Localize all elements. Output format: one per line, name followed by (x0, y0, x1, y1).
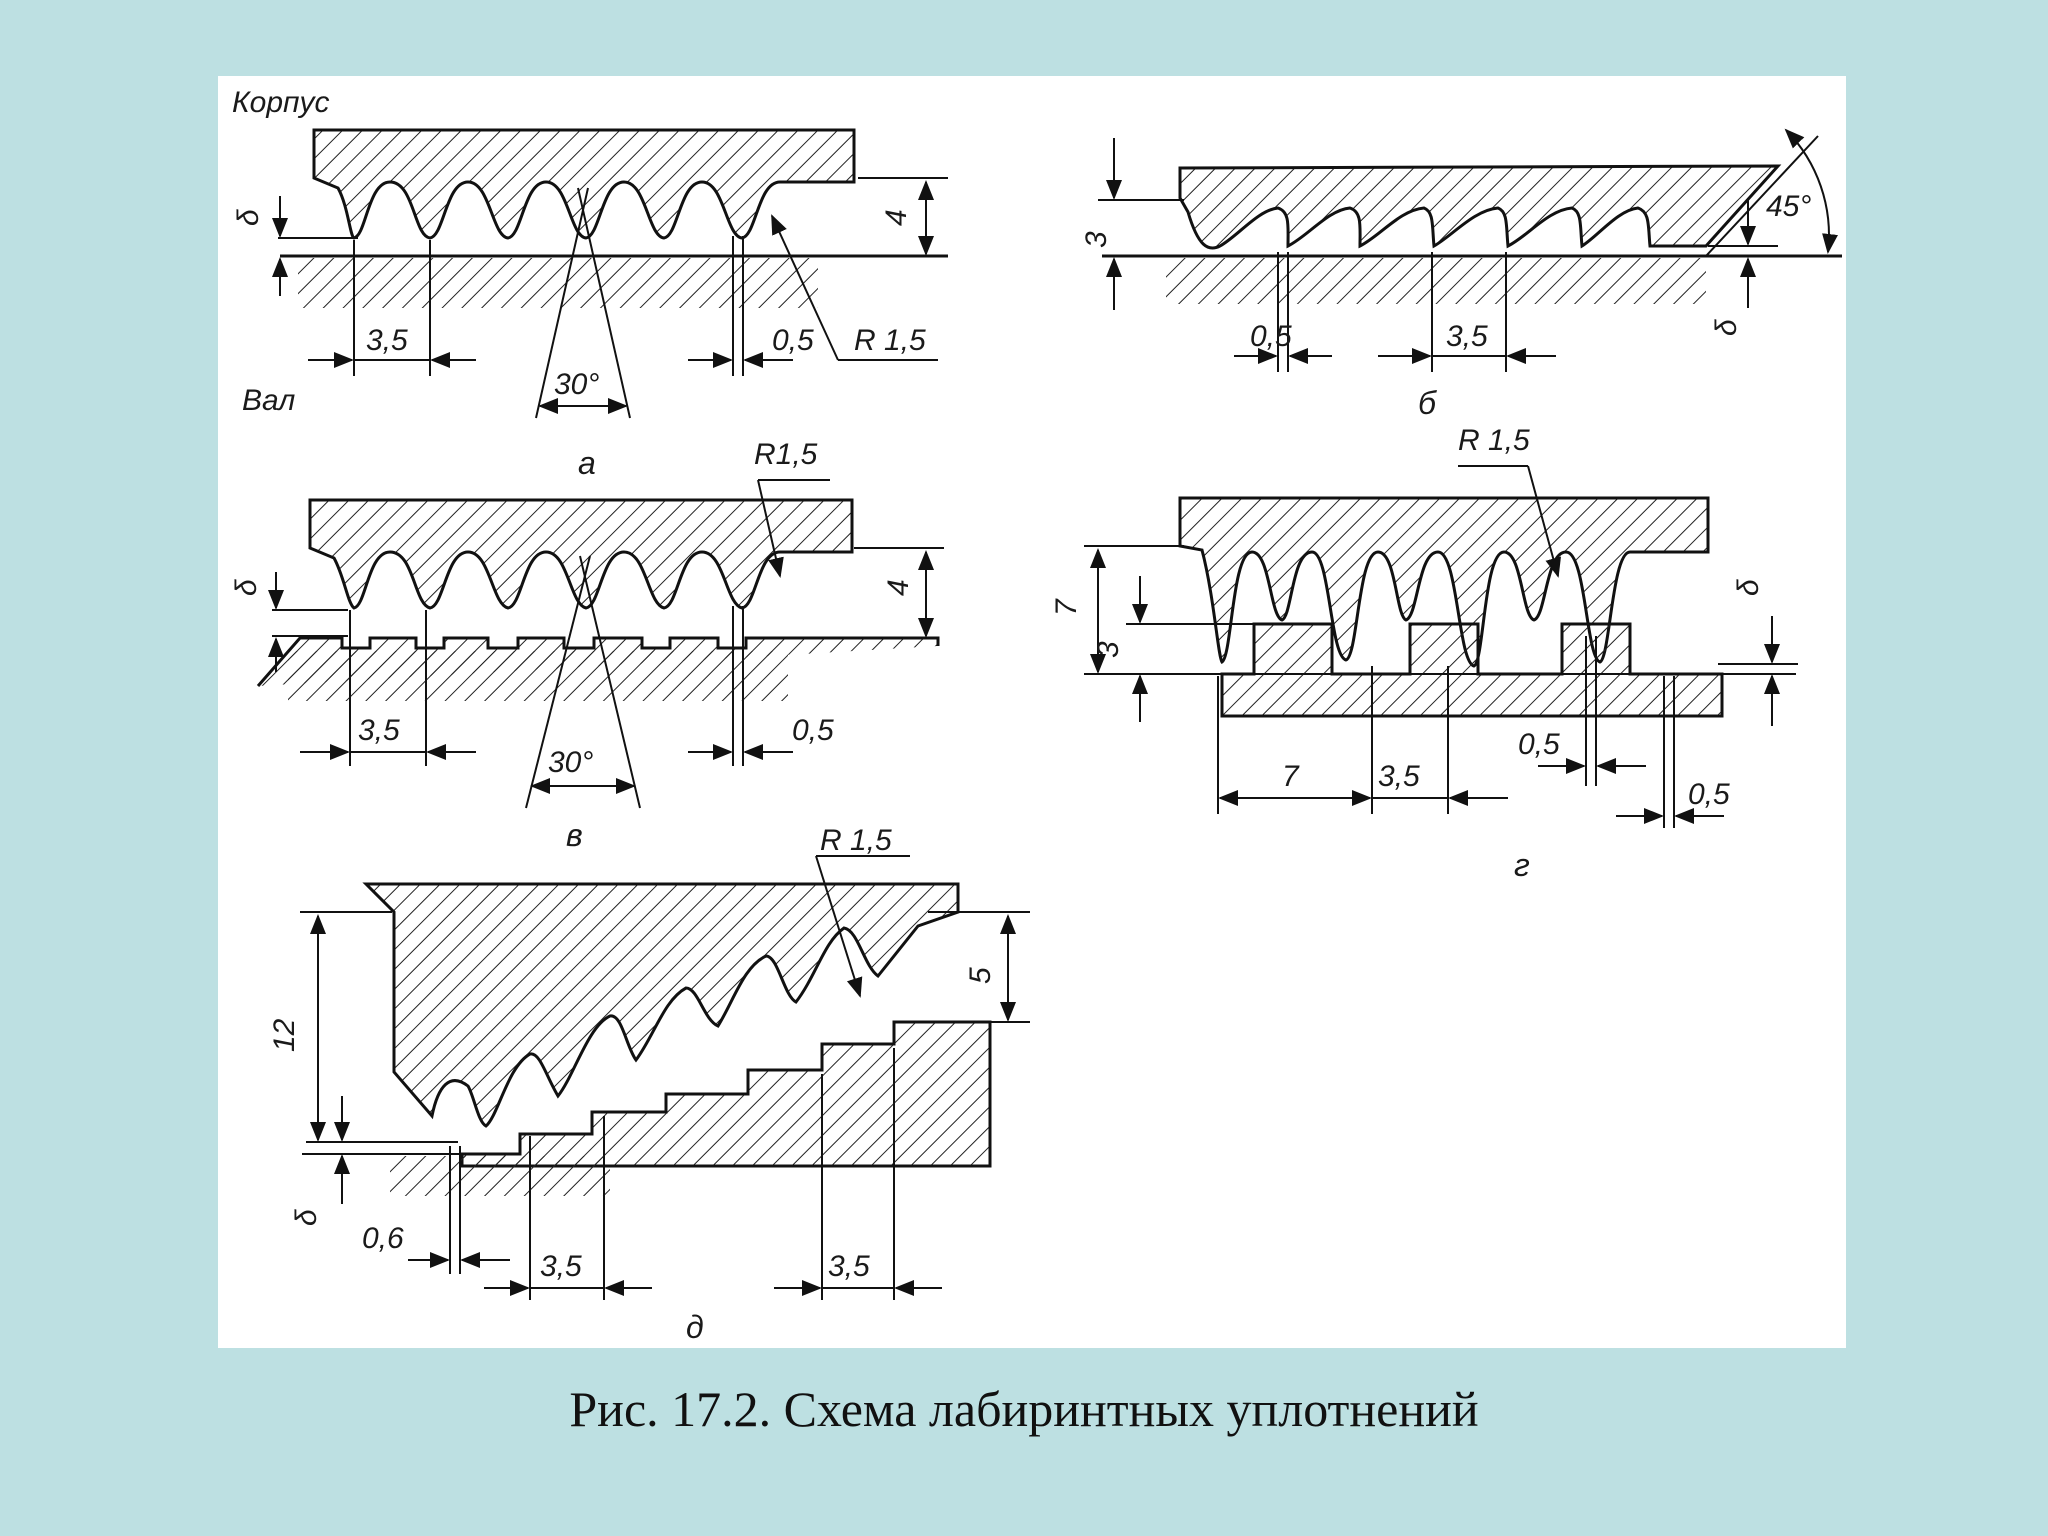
step-label-g: 3 (1092, 641, 1125, 658)
radius-label-g: R 1,5 (1458, 424, 1530, 457)
pitch-long-label-g: 7 (1282, 760, 1300, 793)
height-label-v: 4 (882, 579, 915, 596)
tip-label-d: 0,6 (362, 1222, 404, 1255)
figure-a (272, 128, 948, 419)
gap-label-v: δ (230, 579, 263, 596)
shaft-label: Вал (242, 384, 295, 417)
tip-label-v: 0,5 (792, 714, 834, 747)
radius-label-a: R 1,5 (854, 324, 926, 357)
housing-a (312, 128, 856, 240)
pitch-label-g: 3,5 (1378, 760, 1420, 793)
figure-v (256, 479, 944, 809)
pitch-label-d-1: 3,5 (540, 1250, 582, 1283)
figure-g (1084, 465, 1798, 828)
total-height-label-d: 12 (268, 1018, 301, 1052)
radius-label-v: R1,5 (754, 438, 818, 471)
housing-g (1178, 496, 1710, 668)
shaft-g (1220, 622, 1724, 718)
figure-b (1098, 128, 1842, 372)
figure-panel: Корпус Вал δ 4 3,5 30° 0,5 R 1,5 а (218, 76, 1846, 1348)
figure-v-labels: δ 4 R1,5 3,5 30° 0,5 в (230, 438, 915, 853)
figure-a-labels: Корпус Вал δ 4 3,5 30° 0,5 R 1,5 а (232, 86, 926, 481)
tip-label-g-1: 0,5 (1518, 728, 1560, 761)
sub-label-b: б (1418, 385, 1437, 421)
figure-d-labels: R 1,5 12 5 δ 0,6 3,5 3,5 д (268, 824, 997, 1345)
tip-label-g-2: 0,5 (1688, 778, 1730, 811)
angle-label-b: 45° (1766, 190, 1811, 223)
sub-label-d: д (686, 1309, 704, 1345)
gap-label-d: δ (290, 1209, 323, 1226)
pitch-label-v: 3,5 (358, 714, 400, 747)
gap-label-g: δ (1732, 579, 1765, 596)
figure-g-labels: R 1,5 7 3 δ 7 3,5 0,5 0,5 г (1050, 424, 1765, 883)
labyrinth-seals-drawing: Корпус Вал δ 4 3,5 30° 0,5 R 1,5 а (230, 86, 1842, 1345)
pitch-label-d-2: 3,5 (828, 1250, 870, 1283)
tip-label-a: 0,5 (772, 324, 814, 357)
housing-v (308, 498, 854, 610)
figure-caption: Рис. 17.2. Схема лабиринтных уплотнений (569, 1381, 1479, 1437)
gap-label-a: δ (232, 209, 265, 226)
gap-label-b: δ (1710, 319, 1743, 336)
sub-label-a: а (578, 445, 596, 481)
height-label-a: 4 (880, 209, 913, 226)
shaft-d (460, 1020, 992, 1168)
pitch-label-b: 3,5 (1446, 320, 1488, 353)
sub-label-v: в (566, 817, 583, 853)
sub-label-g: г (1514, 847, 1530, 883)
step-label-d: 5 (964, 967, 997, 984)
shaft-a (298, 258, 818, 308)
pitch-label-a: 3,5 (366, 324, 408, 357)
figure-d (300, 855, 1030, 1300)
height-label-b: 3 (1080, 231, 1113, 248)
angle-label-v: 30° (548, 746, 593, 779)
housing-d (362, 882, 960, 1128)
housing-b (1178, 164, 1782, 250)
shaft-b (1166, 258, 1706, 304)
housing-label: Корпус (232, 86, 330, 119)
angle-label-a: 30° (554, 368, 599, 401)
total-height-label-g: 7 (1050, 598, 1083, 616)
figure-b-labels: 3 δ 45° 0,5 3,5 б (1080, 190, 1811, 421)
tip-label-b: 0,5 (1250, 320, 1292, 353)
radius-label-d: R 1,5 (820, 824, 892, 857)
